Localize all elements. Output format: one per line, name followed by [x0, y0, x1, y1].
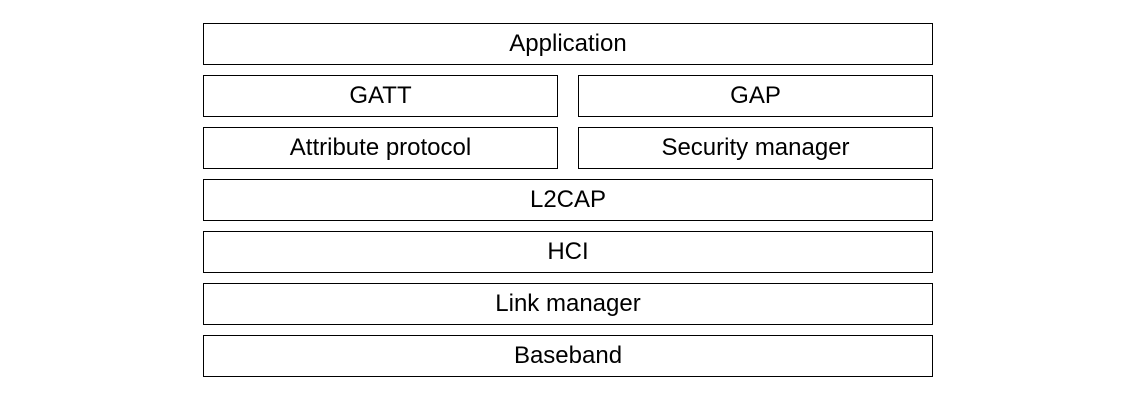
layer-l2cap: L2CAP — [203, 179, 933, 221]
layer-hci: HCI — [203, 231, 933, 273]
protocol-stack-diagram: Application GATT GAP Attribute protocol … — [203, 23, 933, 377]
stack-row-l2cap: L2CAP — [203, 179, 933, 221]
layer-link-manager: Link manager — [203, 283, 933, 325]
stack-row-hci: HCI — [203, 231, 933, 273]
stack-row-link-manager: Link manager — [203, 283, 933, 325]
layer-baseband: Baseband — [203, 335, 933, 377]
stack-row-baseband: Baseband — [203, 335, 933, 377]
layer-security-manager: Security manager — [578, 127, 933, 169]
layer-attribute-protocol: Attribute protocol — [203, 127, 558, 169]
layer-gatt: GATT — [203, 75, 558, 117]
layer-application: Application — [203, 23, 933, 65]
stack-row-att-sm: Attribute protocol Security manager — [203, 127, 933, 169]
stack-row-gatt-gap: GATT GAP — [203, 75, 933, 117]
layer-gap: GAP — [578, 75, 933, 117]
stack-row-application: Application — [203, 23, 933, 65]
